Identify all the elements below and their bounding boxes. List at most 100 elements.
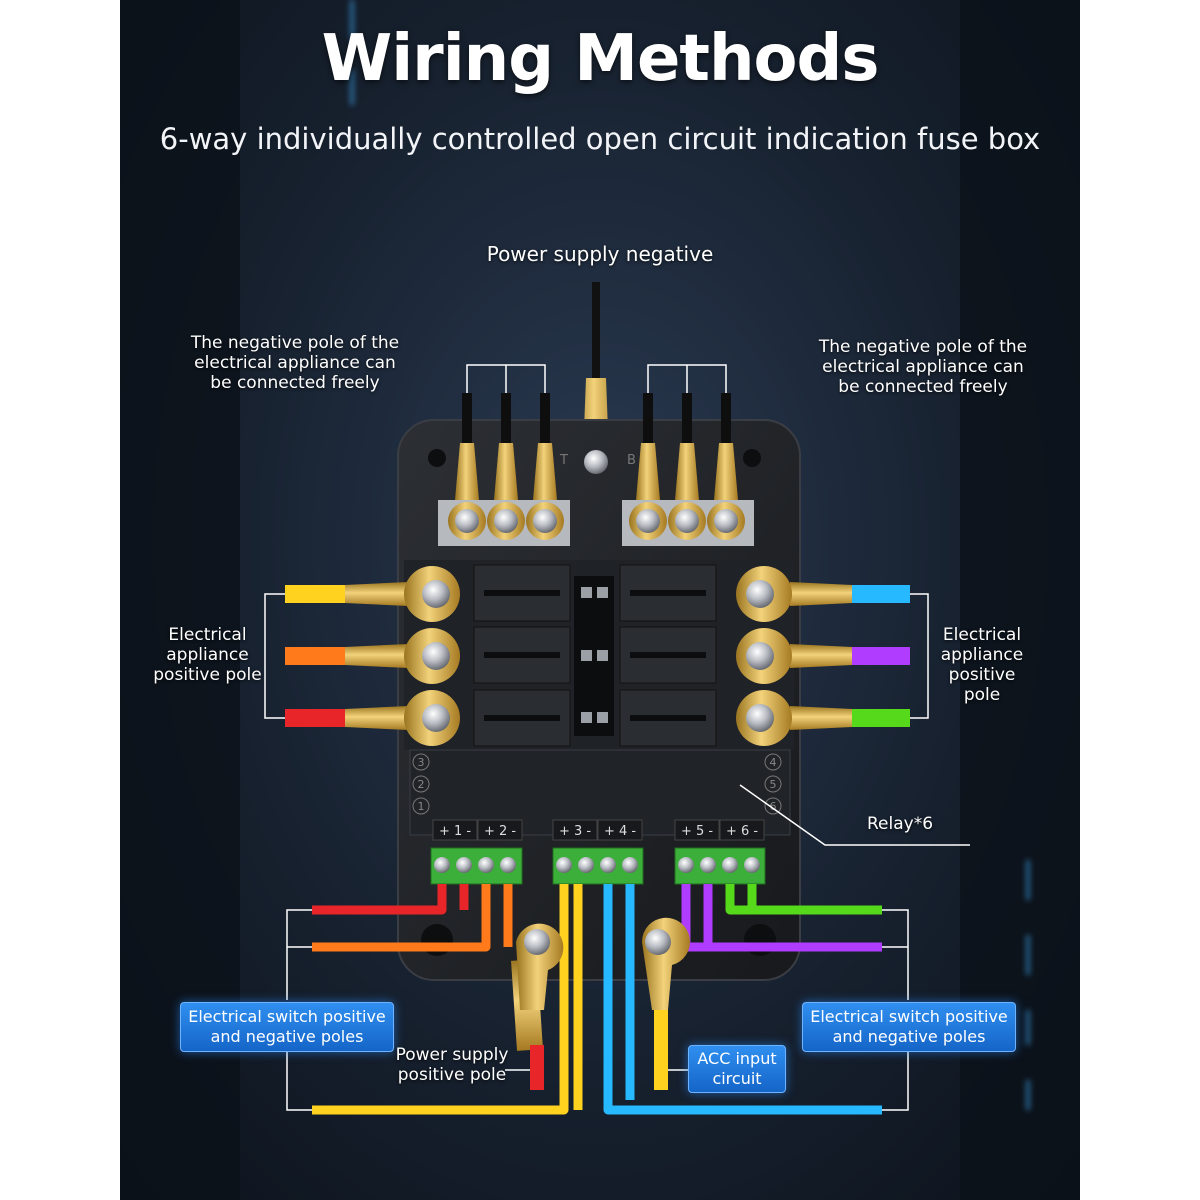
fuse-blade-slot (484, 715, 560, 721)
appliance-screw (746, 580, 774, 608)
positive-stud-nut (524, 929, 550, 955)
relay-number: 4 (770, 756, 777, 769)
terminal-screw (622, 857, 638, 873)
channel-label-box (719, 819, 765, 841)
callout-line: circuit (712, 1069, 762, 1088)
label-line: positive pole (153, 665, 262, 685)
label-power-positive: Power supply positive pole (392, 1045, 512, 1085)
channel-label: + 3 - (559, 824, 591, 839)
label-line: electrical appliance can (822, 357, 1024, 377)
negative-crimp-lug (533, 443, 557, 500)
bus-screw (455, 509, 479, 533)
terminal-screw (578, 857, 594, 873)
label-line: The negative pole of the (190, 333, 400, 353)
channel-label-box (597, 819, 643, 841)
appliance-left-bracket (264, 593, 285, 719)
acc-input-wire (654, 1000, 668, 1090)
label-line: be connected freely (210, 373, 380, 393)
label-line: appliance (940, 645, 1024, 665)
bus-screw (533, 509, 557, 533)
yellow-switch-wire (312, 884, 569, 1115)
terminal-screw (722, 857, 738, 873)
label-line: positive pole (397, 1065, 507, 1085)
negative-appliance-wire (501, 393, 511, 445)
appliance-crimp-lug (790, 644, 852, 668)
appliance-screw (746, 642, 774, 670)
callout-switch-right: Electrical switch positive and negative … (802, 1002, 1016, 1052)
appliance-screw (422, 642, 450, 670)
negative-appliance-wire (540, 393, 550, 445)
appliance-crimp-lug (790, 706, 852, 730)
negative-crimp-lug (714, 443, 738, 500)
callout-line: ACC input (697, 1049, 777, 1068)
appliance-positive-wire (285, 709, 347, 727)
label-line: Electrical (168, 625, 247, 645)
relay-number-ring (764, 797, 782, 815)
label-line: Power supply (395, 1045, 509, 1065)
negative-appliance-wire (721, 393, 731, 445)
red-switch-wire (312, 884, 447, 915)
negative-appliance-wire (643, 393, 653, 445)
callout-line: and negative poles (832, 1027, 986, 1046)
terminal-screw (678, 857, 694, 873)
switch-right-bracket (882, 909, 909, 1111)
appliance-positive-wire (850, 709, 910, 727)
bus-screw (494, 509, 518, 533)
mount-hole (428, 449, 446, 467)
mount-hole (743, 449, 761, 467)
appliance-right-bracket (910, 593, 929, 719)
callout-line: Electrical switch positive (810, 1007, 1008, 1026)
relay-number: 1 (418, 800, 425, 813)
appliance-screw (422, 704, 450, 732)
label-negative-right: The negative pole of the electrical appl… (808, 337, 1038, 397)
channel-label: + 1 - (439, 824, 471, 839)
acc-stud-nut (645, 929, 671, 955)
orange-switch-wire (312, 884, 491, 952)
label-line: be connected freely (838, 377, 1008, 397)
negative-left-bracket (466, 364, 546, 393)
relay-number-ring (764, 753, 782, 771)
callout-switch-left: Electrical switch positive and negative … (180, 1002, 394, 1052)
appliance-screw (422, 580, 450, 608)
negative-crimp-lug (675, 443, 699, 500)
terminal-screw (456, 857, 472, 873)
appliance-positive-wire (285, 647, 347, 665)
callout-acc-input: ACC input circuit (688, 1045, 786, 1093)
terminal-b-mark: B (627, 453, 636, 468)
relay-number-ring (412, 797, 430, 815)
terminal-screw (556, 857, 572, 873)
channel-label-box (552, 819, 598, 841)
label-line: The negative pole of the (818, 337, 1028, 357)
fuse-blade-slot (630, 715, 706, 721)
label-line: electrical appliance can (194, 353, 396, 373)
background-pillar-right (960, 0, 1080, 1200)
channel-label-box (674, 819, 720, 841)
appliance-crimp-lug (345, 644, 408, 668)
terminal-screw (500, 857, 516, 873)
negative-right-bracket (647, 364, 727, 393)
relay-number: 5 (770, 778, 777, 791)
label-appliance-left: Electrical appliance positive pole (150, 625, 265, 685)
label-negative-left: The negative pole of the electrical appl… (180, 333, 410, 393)
label-appliance-right: Electrical appliance positive pole (928, 625, 1036, 705)
channel-label: + 6 - (726, 824, 758, 839)
terminal-screw (600, 857, 616, 873)
positive-supply-wire (530, 1045, 544, 1090)
callout-line: Electrical switch positive (188, 1007, 386, 1026)
negative-crimp-lug (636, 443, 660, 500)
channel-label: + 4 - (604, 824, 636, 839)
bus-screw (714, 509, 738, 533)
green-switch-wire (725, 884, 882, 915)
negative-appliance-wire (682, 393, 692, 445)
label-power-negative: Power supply negative (486, 242, 714, 266)
terminal-screw (700, 857, 716, 873)
negative-stud-nut (584, 450, 608, 474)
relay-number: 6 (770, 800, 777, 813)
negative-crimp-lug (455, 443, 479, 500)
relay-number-ring (412, 753, 430, 771)
fuse-blade-slot (484, 590, 560, 596)
appliance-positive-wire (285, 585, 347, 603)
terminal-screw (744, 857, 760, 873)
